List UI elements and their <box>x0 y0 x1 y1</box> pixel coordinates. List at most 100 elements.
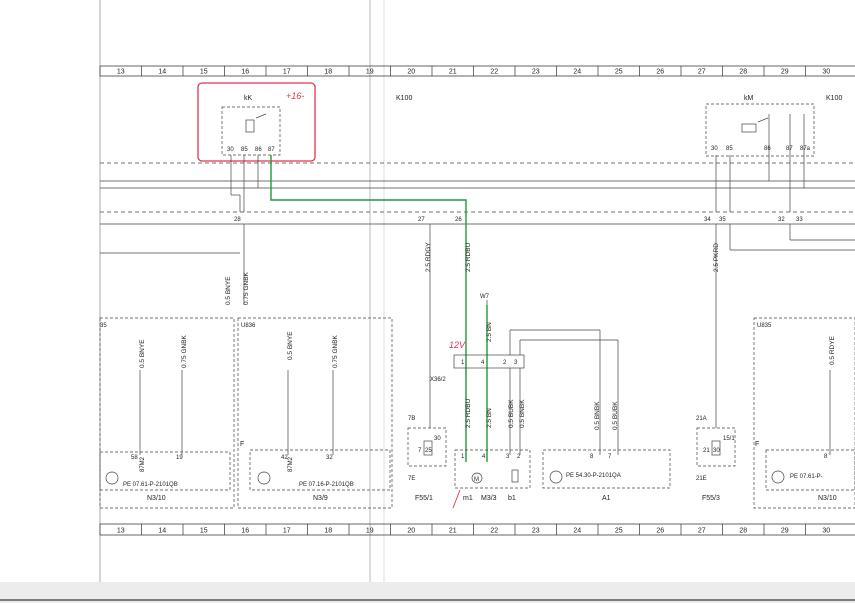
connector-pin: 3 <box>514 360 518 366</box>
wire-label: 0.5 BUBK <box>508 399 515 428</box>
module-label-u836: U836 <box>241 323 256 329</box>
ruler-number: 19 <box>366 69 374 76</box>
wire-label: 2.5 BN <box>486 408 493 428</box>
motor-m3-3: 1 4 3 2 M m1 M3/3 b1 <box>452 449 531 509</box>
ruler-number: 25 <box>615 528 623 535</box>
sensor-icon <box>771 470 785 484</box>
wire-label: 0.5 BUBK <box>612 401 619 430</box>
relay-km-switch <box>757 117 769 123</box>
ruler-number: 22 <box>490 69 498 76</box>
ruler-number: 18 <box>324 69 332 76</box>
wire-label: 2.5 PKRD <box>713 243 720 272</box>
connector-pin: 4 <box>481 360 485 366</box>
fuse-bottom-label: 7E <box>408 476 415 482</box>
connector-x36-2: X36/2 1 4 2 3 <box>430 354 525 383</box>
component-pin: 42 <box>281 455 288 461</box>
wire-label: 0.5 BNBK <box>594 401 601 430</box>
component-pin-label: 87M2 <box>288 456 294 472</box>
component-name: N3/9 <box>313 495 328 502</box>
sensor-b1-label: b1 <box>508 495 516 502</box>
lower-wires <box>139 329 831 455</box>
ruler-number: 17 <box>283 528 291 535</box>
relay-kk-pin: 30 <box>227 147 234 153</box>
motor-icon <box>471 472 483 484</box>
motor-symbol: M <box>474 477 479 483</box>
wire-label: 2.5 RDGY <box>425 242 432 272</box>
ruler-number: 18 <box>324 528 332 535</box>
wire-label: 0.75 GNBK <box>181 334 188 368</box>
fuse-f55-1: 7B 7E 30 7 25 F55/1 <box>407 416 447 502</box>
red-12v-note: 12V <box>449 340 466 350</box>
wire-label: 2.5 RDBU <box>465 242 472 272</box>
connector-name: X36/2 <box>430 377 446 383</box>
ruler-number: 17 <box>283 69 291 76</box>
fuse-value: 30 <box>713 448 720 454</box>
connector-pin: 1 <box>461 360 465 366</box>
relay-wires <box>230 114 855 428</box>
node-label: 34 <box>704 217 711 223</box>
f-marker-left: F <box>240 441 244 448</box>
paper-sheet <box>100 0 855 582</box>
fuse-top-label: 7B <box>408 416 415 422</box>
red-pointer-mark <box>452 489 461 509</box>
fuse-element <box>423 440 433 456</box>
component-pin: 19 <box>176 455 183 461</box>
component-ref: PE 54.30-P-2101QA <box>566 473 621 479</box>
ruler-number: 23 <box>532 69 540 76</box>
red-note: +16- <box>286 91 304 101</box>
sensor-icon <box>257 471 271 485</box>
ruler-number: 14 <box>158 69 166 76</box>
ruler-number: 16 <box>241 69 249 76</box>
ruler-number: 25 <box>615 69 623 76</box>
ruler-number: 28 <box>739 69 747 76</box>
relay-kk-pin: 86 <box>255 147 262 153</box>
ruler-number: 22 <box>490 528 498 535</box>
ruler-number: 15 <box>200 528 208 535</box>
component-pin: 58 <box>131 455 138 461</box>
fuse-top-label: 21A <box>696 416 707 422</box>
wire-label: 0.75 GNBK <box>332 334 339 368</box>
component-pin: 8 <box>824 454 828 460</box>
component-ref: PE 07.61-P- <box>790 474 823 480</box>
ruler-number: 15 <box>200 69 208 76</box>
motor-m1-label: m1 <box>463 495 473 502</box>
fuse-value: 25 <box>425 448 432 454</box>
ruler-number: 26 <box>656 528 664 535</box>
component-pin: 7 <box>608 454 612 460</box>
ruler-number: 27 <box>698 528 706 535</box>
fuse-name: F55/3 <box>702 495 720 502</box>
relay-kk-pin: 85 <box>241 147 248 153</box>
component-ref: PE 07.16-P-2101QB <box>299 482 354 488</box>
wire-label: 0.75 GNBK <box>243 271 250 305</box>
ruler-number: 21 <box>449 528 457 535</box>
relay-kk-red-outline <box>197 82 316 162</box>
component-n3-10-right: 8 PE 07.61-P- N3/10 <box>765 449 855 502</box>
wire-label: 0.5 BNYE <box>287 331 294 360</box>
fuse-f55-3: 21A 21E 15/1 21 30 F55/3 <box>696 416 736 502</box>
fuse-name: F55/1 <box>415 495 433 502</box>
component-a1: 8 7 PE 54.30-P-2101QA A1 <box>542 449 671 502</box>
motor-name: M3/3 <box>481 495 497 502</box>
motor-pin: 3 <box>506 454 510 460</box>
ruler-number: 13 <box>117 69 125 76</box>
ruler-number: 23 <box>532 528 540 535</box>
relay-kk-switch <box>255 113 267 119</box>
component-n3-9: 42 32 87M2 PE 07.16-P-2101QB N3/9 <box>249 449 391 502</box>
k100-label-left: K100 <box>396 95 412 102</box>
component-name: N3/10 <box>818 495 837 502</box>
green-trace-rdbu <box>270 155 467 462</box>
sensor-icon <box>549 470 563 484</box>
ruler-number: 13 <box>117 528 125 535</box>
fuse-pin: 30 <box>434 436 441 442</box>
component-ref: PE 07.61-P-2101QB <box>123 482 178 488</box>
ruler-number: 14 <box>158 528 166 535</box>
fuse-element <box>711 440 721 456</box>
component-name: N3/10 <box>147 495 166 502</box>
ruler-number: 26 <box>656 69 664 76</box>
relay-km-coil <box>741 123 757 133</box>
node-label: 27 <box>418 217 425 223</box>
node-label: 33 <box>796 217 803 223</box>
